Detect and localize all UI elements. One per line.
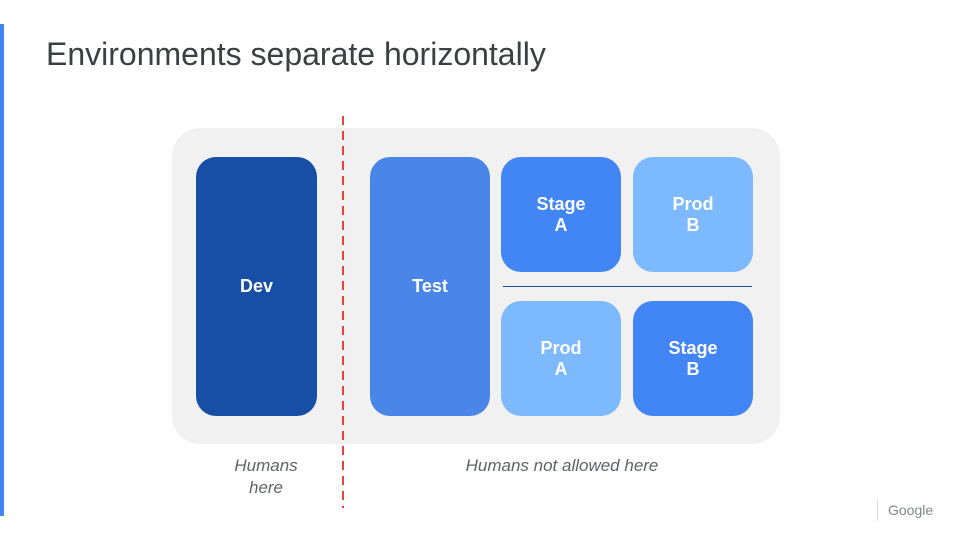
google-logo: Google — [888, 502, 934, 518]
test-environment-box: Test — [370, 157, 490, 416]
stage-a-label: Stage A — [536, 193, 586, 235]
humans-not-allowed-caption: Humans not allowed here — [465, 456, 659, 475]
slide-title: Environments separate horizontally — [46, 36, 546, 72]
prod-b-environment-box: Prod B — [633, 157, 753, 272]
prod-a-label: Prod A — [540, 337, 582, 379]
stage-a-environment-box: Stage A — [501, 157, 621, 272]
dev-environment-box: Dev — [196, 157, 317, 416]
human-boundary-dashed-line — [342, 116, 344, 508]
footer-divider — [877, 499, 878, 521]
stage-b-label: Stage B — [668, 337, 718, 379]
prod-b-label: Prod B — [672, 193, 714, 235]
dev-label: Dev — [239, 276, 274, 296]
accent-bar — [0, 24, 4, 516]
test-label: Test — [412, 276, 448, 296]
prod-a-environment-box: Prod A — [501, 301, 621, 416]
humans-here-caption: Humans here — [234, 456, 298, 497]
stage-b-environment-box: Stage B — [633, 301, 753, 416]
stack-divider-line — [503, 286, 752, 287]
